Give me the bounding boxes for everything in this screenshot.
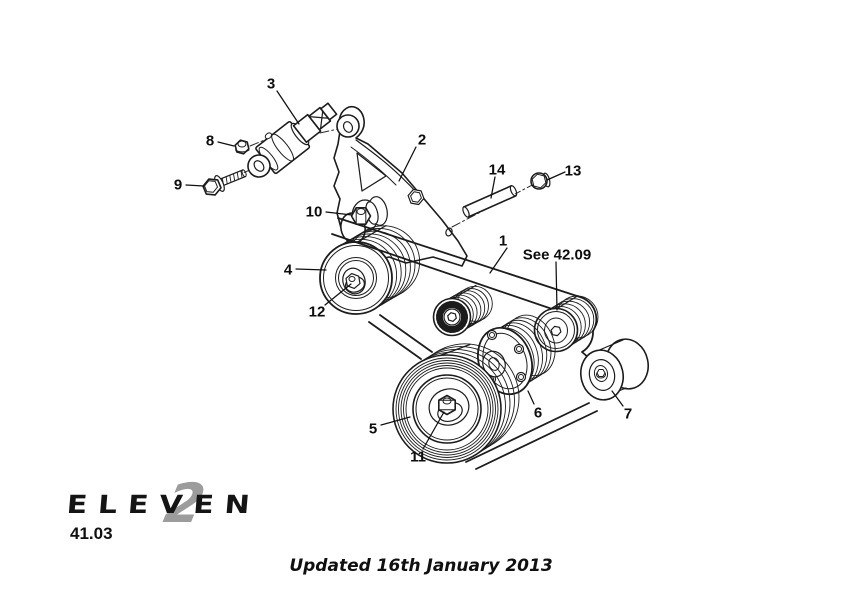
leader-line-3 [276,90,300,125]
callout-14: 14 [489,162,506,179]
leader-line-12 [324,283,352,306]
logo-text: ELEVEN [65,490,262,519]
leader-line-6 [527,390,535,405]
leader-line-14 [490,176,496,199]
leader-line-2 [398,146,417,182]
callout-12: 12 [309,304,326,321]
leader-line-7 [611,390,624,407]
callout-13: 13 [565,163,582,180]
callout-1: 1 [499,233,507,250]
callout-6: 6 [534,405,542,422]
callout-3: 3 [267,76,275,93]
leader-line-11 [422,411,445,450]
callout-see-42-09: See 42.09 [523,247,591,264]
leader-line-13 [546,171,566,181]
leader-line-see-42-09 [555,261,558,311]
tensioner-damper [247,102,338,178]
tensioner-pulley-bolt [350,196,388,226]
guide-idler-pulley [580,338,649,401]
callout-7: 7 [624,406,632,423]
callout-11: 11 [410,449,426,466]
flanged-bolt [530,172,551,190]
callout-5: 5 [369,421,377,438]
serpentine-belt-lower-runs [368,314,598,470]
leader-line-5 [380,416,411,426]
callout-9: 9 [174,177,182,194]
page-number: 41.03 [70,524,113,543]
alternator-pulley [533,295,599,353]
leader-line-8 [217,141,235,147]
callout-2: 2 [418,132,426,149]
callout-10: 10 [306,204,323,221]
leader-line-9 [185,184,205,187]
crankshaft-pulley [392,343,520,464]
pivot-bolt [202,169,247,196]
callout-8: 8 [206,133,214,150]
spacer-tube [462,185,518,218]
leader-line-10 [325,211,353,216]
idler-pulley-large [319,225,421,315]
leader-line-4 [295,268,327,271]
eleven-logo: 2 ELEVEN [65,472,288,535]
callout-4: 4 [284,262,293,279]
updated-date: Updated 16th January 2013 [289,556,553,576]
ribbed-idler-pulley [432,284,493,337]
flange-nut [234,139,250,155]
leader-line-1 [489,247,508,274]
